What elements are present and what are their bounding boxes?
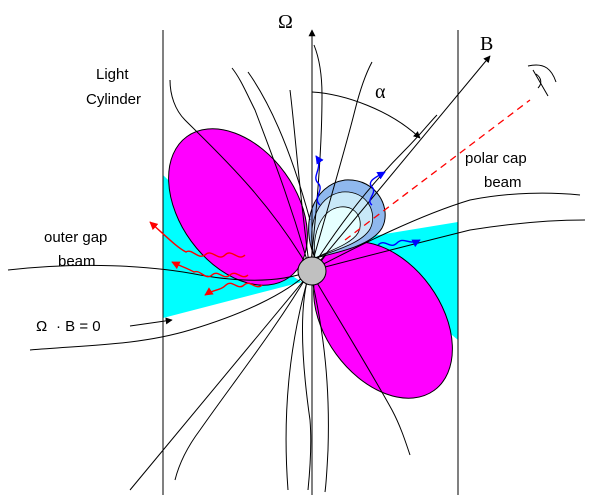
- b-axis-label: B: [480, 33, 493, 55]
- null-surface-omega: Ω: [36, 318, 47, 335]
- outer-gap-label-1: outer gap: [44, 229, 107, 246]
- polar-cap-label-2: beam: [484, 174, 522, 191]
- omega-label: Ω: [278, 11, 293, 33]
- alpha-angle-arc: [312, 92, 420, 138]
- outer-gap-label-2: beam: [58, 253, 96, 270]
- light-cylinder-label-1: Light: [96, 66, 129, 83]
- light-cylinder-label-2: Cylinder: [86, 91, 141, 108]
- alpha-label: α: [375, 81, 386, 103]
- neutron-star: [298, 257, 326, 285]
- null-surface-pointer: [130, 320, 172, 326]
- field-line: [303, 271, 311, 490]
- null-surface-rest: · B = 0: [56, 318, 101, 335]
- eye-icon: [528, 65, 556, 96]
- polar-cap-label-1: polar cap: [465, 150, 527, 167]
